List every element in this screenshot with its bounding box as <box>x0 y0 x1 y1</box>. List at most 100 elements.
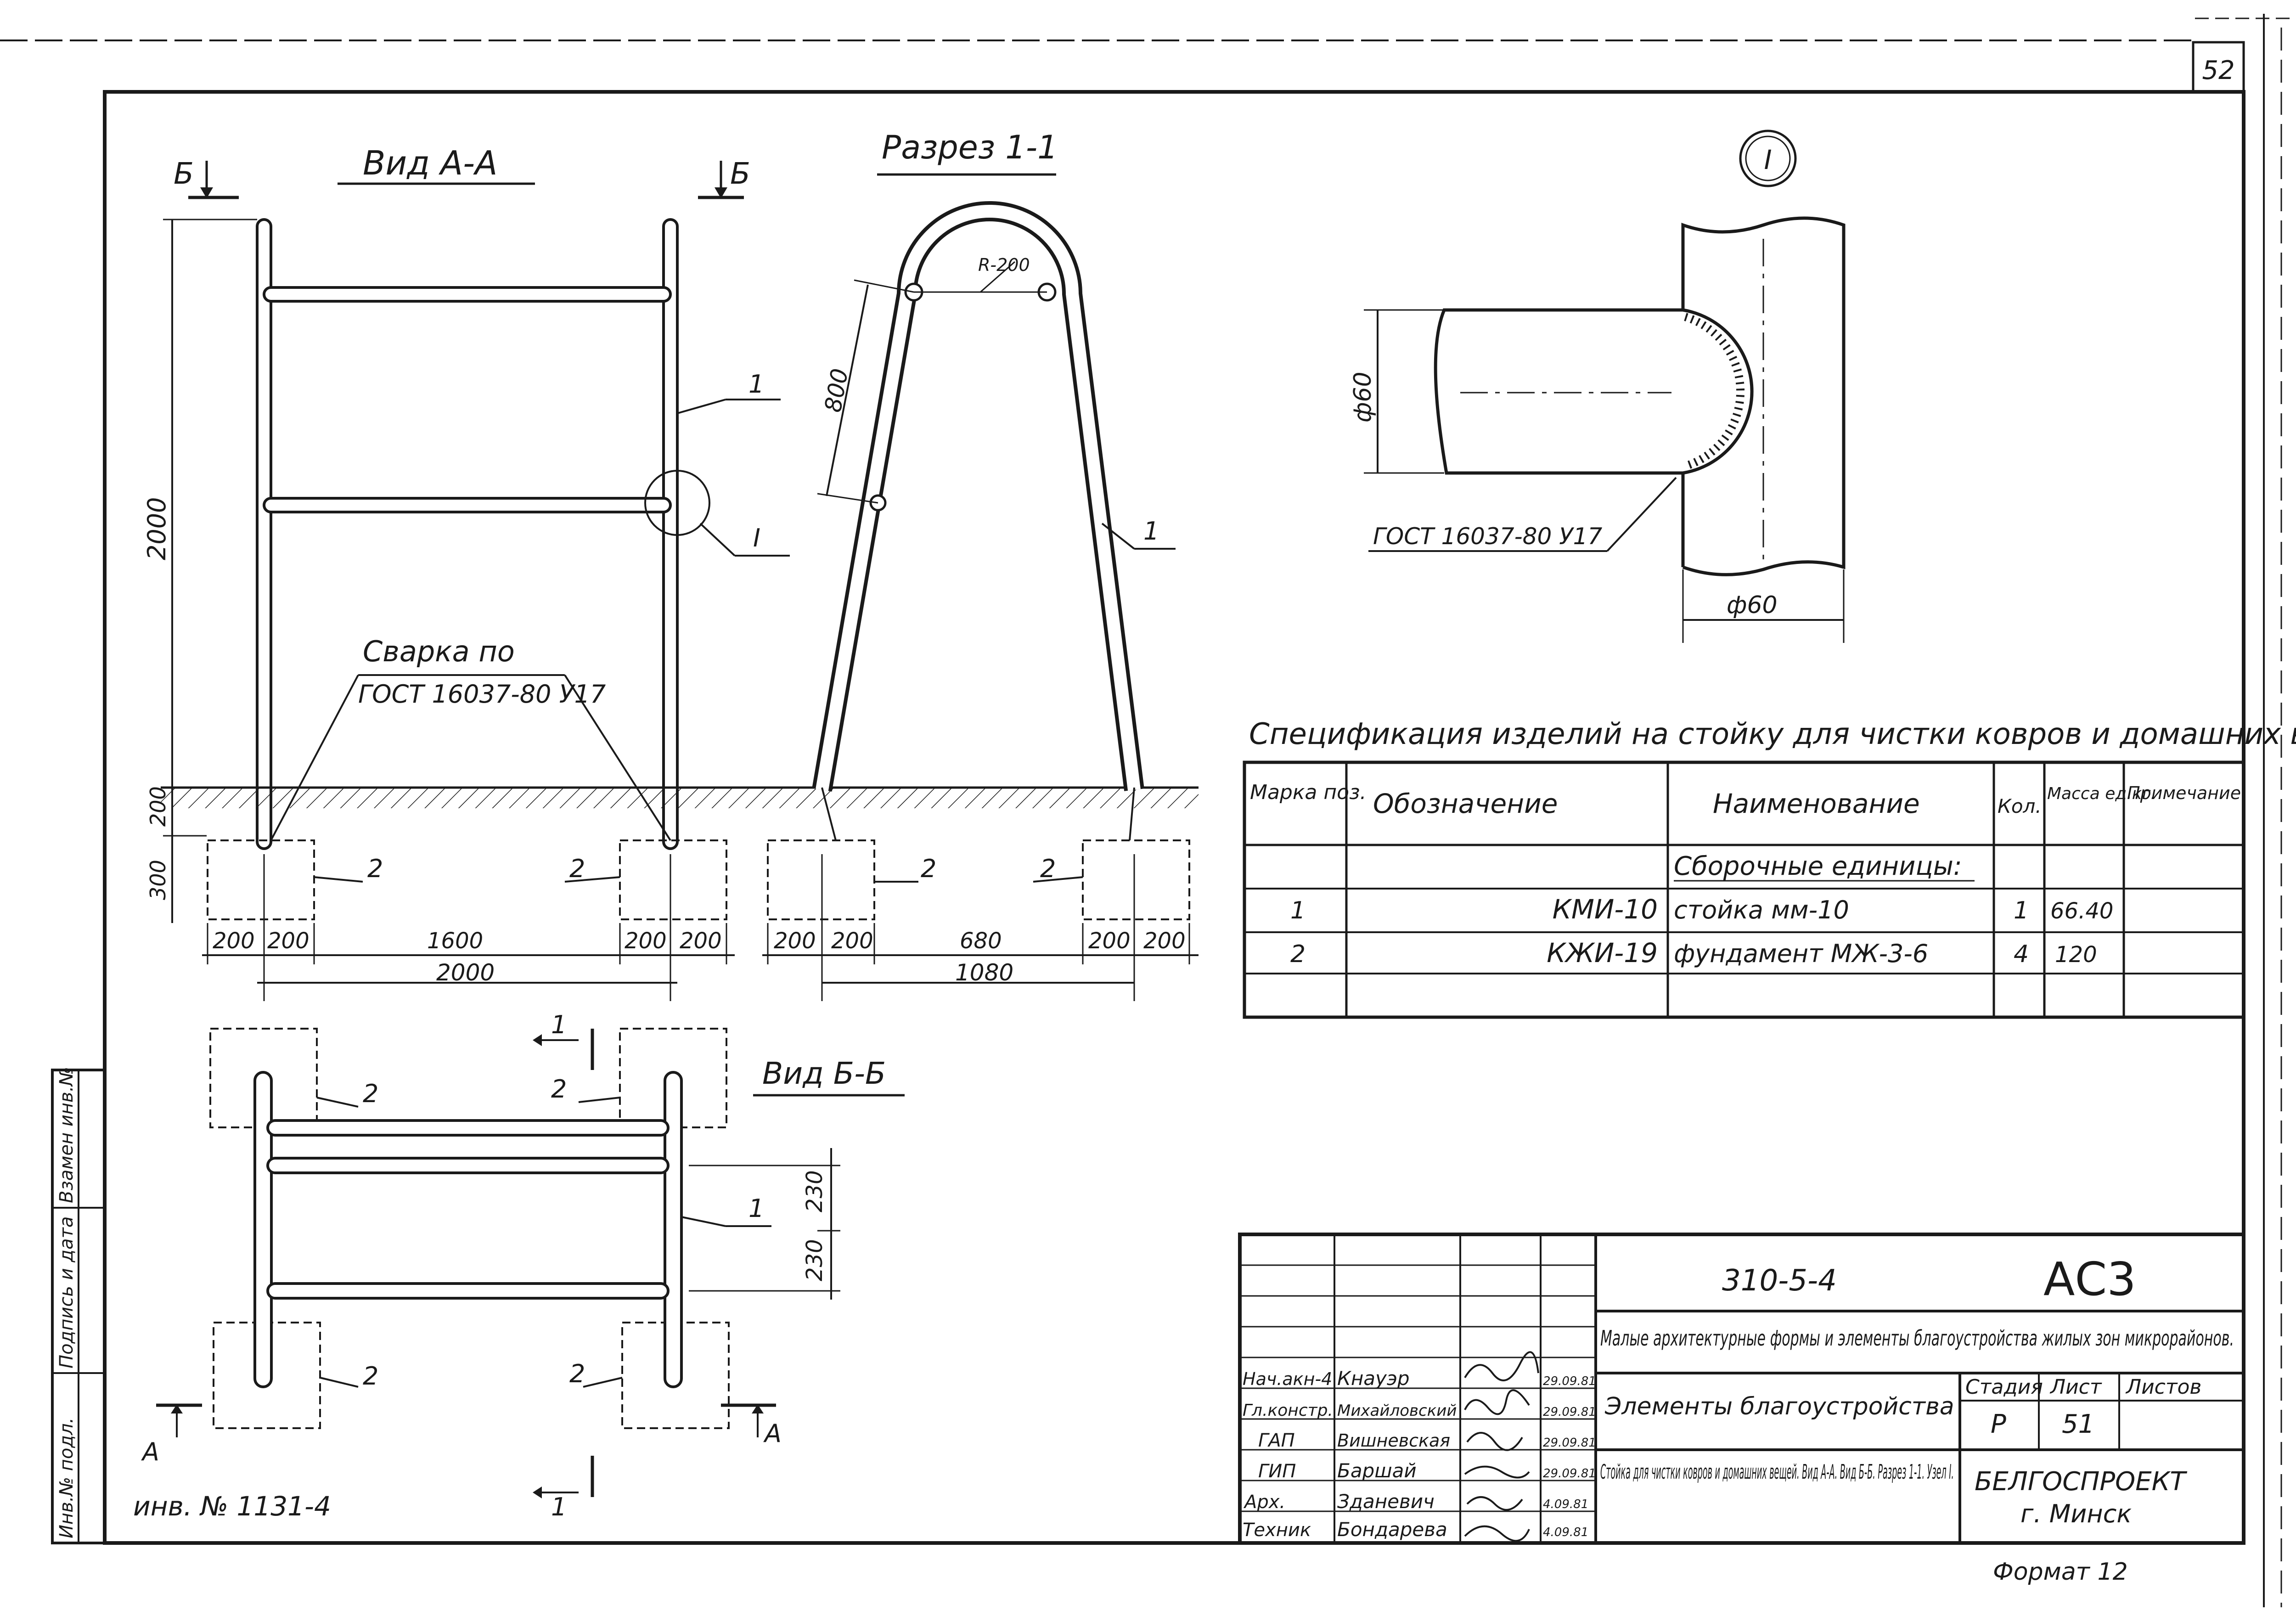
tb-org: БЕЛГОСПРОЕКТ <box>1975 1467 2187 1497</box>
view-aa-dim-1: 200 <box>213 928 255 954</box>
spec-header-name: Наименование <box>1713 788 1920 819</box>
view-aa-callout-2-right: 2 <box>569 854 585 883</box>
tb-code: 310-5-4 <box>1722 1264 1837 1298</box>
spec-header-note: Примечание <box>2127 783 2241 803</box>
section-11-dim-1: 200 <box>774 928 816 954</box>
staff-date-1: 29.09.81 <box>1543 1374 1596 1388</box>
tb-sheets-label: Листов <box>2125 1375 2201 1399</box>
rail-upper <box>263 286 672 303</box>
staff-role-3: ГАП <box>1258 1430 1295 1451</box>
view-bb-callout-2-d: 2 <box>569 1359 585 1388</box>
section-11: Разрез 1-1 R-200 800 1 2 2 <box>762 129 1199 1001</box>
tb-stage: Р <box>1991 1409 2006 1439</box>
view-aa-cut-right: Б <box>730 157 750 191</box>
tb-sheet: 51 <box>2062 1409 2094 1439</box>
view-aa-footing-dim: 300 <box>146 860 170 900</box>
spec-header-designation: Обозначение <box>1373 788 1558 819</box>
weld-note-line2: ГОСТ 16037-80 У17 <box>358 680 606 709</box>
node-weld-note: ГОСТ 16037-80 У17 <box>1373 523 1602 550</box>
title-block <box>1238 1233 2245 1545</box>
node-dim-2: ф60 <box>1727 591 1778 619</box>
view-aa-dim-5: 200 <box>680 928 722 954</box>
spec-header-pos: Марка поз. <box>1250 781 1366 804</box>
bb-rail-3 <box>266 1282 670 1300</box>
view-bb-callout-1: 1 <box>748 1194 764 1223</box>
view-bb-mark-a-left: А <box>141 1437 159 1466</box>
staff-date-4: 29.09.81 <box>1543 1467 1596 1481</box>
spec-group: Сборочные единицы: <box>1674 851 1962 881</box>
node-1: I ф60 ф60 ГОСТ 16037-80 У17 <box>1349 130 1846 643</box>
view-aa-callout-1: 1 <box>748 370 764 399</box>
footing-aa-right <box>619 839 727 920</box>
rail-lower <box>263 497 672 513</box>
view-aa-dim-4: 200 <box>625 928 667 954</box>
staff-date-2: 29.09.81 <box>1543 1405 1596 1419</box>
page-number: 52 <box>2202 56 2234 85</box>
view-bb-cut-bottom: 1 <box>551 1492 567 1521</box>
view-bb: Вид Б-Б 1 1 2 2 2 2 1 <box>141 1010 905 1521</box>
view-aa-cut-left: Б <box>174 157 194 191</box>
view-bb-callout-2-c: 2 <box>363 1362 378 1391</box>
view-bb-callout-2-b: 2 <box>551 1075 567 1104</box>
view-bb-dim-2: 230 <box>802 1239 827 1281</box>
section-11-radius: R-200 <box>978 255 1030 275</box>
side-stamp-replace: Взамен инв.№ <box>56 1067 77 1203</box>
spec-table: Спецификация изделий на стойку для чистк… <box>1243 717 2296 1019</box>
view-aa-dim-2: 200 <box>267 928 310 954</box>
view-aa-callout-2-left: 2 <box>367 854 383 883</box>
view-bb-cut-top: 1 <box>551 1010 567 1039</box>
node-1-label: I <box>1764 144 1772 175</box>
view-aa-ground-dim: 200 <box>146 786 170 827</box>
spec-row1-name: стойка мм-10 <box>1674 895 1849 924</box>
staff-role-1: Нач.акн-4 <box>1243 1369 1332 1389</box>
staff-role-2: Гл.констр. <box>1243 1401 1333 1420</box>
view-bb-title: Вид Б-Б <box>762 1056 886 1091</box>
spec-row2-pos: 2 <box>1290 940 1306 968</box>
staff-name-6: Бондарева <box>1337 1518 1447 1541</box>
spec-title: Спецификация изделий на стойку для чистк… <box>1249 717 2296 751</box>
spec-row2-designation: КЖИ-19 <box>1547 937 1658 968</box>
view-bb-callout-2-a: 2 <box>363 1079 378 1108</box>
view-aa-dim-3: 1600 <box>427 928 483 954</box>
spec-row2-qty: 4 <box>2014 940 2029 968</box>
staff-role-5: Арх. <box>1243 1492 1285 1513</box>
footing-aa-left <box>207 839 315 920</box>
side-stamp-inv: Инв.№ подл. <box>56 1418 77 1538</box>
footing-11-right <box>1082 839 1190 920</box>
footing-11-left <box>767 839 875 920</box>
spec-header-qty: Кол. <box>1998 795 2042 817</box>
sheet-format: Формат 12 <box>1993 1558 2128 1586</box>
staff-name-5: Зданевич <box>1337 1490 1435 1513</box>
side-stamp-sign: Подпись и дата <box>56 1216 77 1368</box>
side-stamp <box>51 1069 106 1544</box>
spec-row1-designation: КМИ-10 <box>1553 894 1658 925</box>
view-bb-mark-a-right: А <box>763 1419 782 1448</box>
tb-sheet-title: Стойка для чистки ковров и домашних веще… <box>1600 1460 1954 1484</box>
view-aa: Вид А-А Б Б I 1 2000 200 <box>142 144 1199 1001</box>
spec-row2-name: фундамент МЖ-3-6 <box>1674 939 1928 968</box>
bb-post-left <box>253 1071 273 1388</box>
tb-city: г. Минск <box>2020 1499 2132 1528</box>
weld-note-line1: Сварка по <box>363 635 515 668</box>
spec-row1-qty: 1 <box>2014 897 2029 924</box>
tb-section-title: Элементы благоустройства <box>1604 1393 1954 1420</box>
post-left <box>256 218 272 850</box>
staff-name-2: Михайловский <box>1337 1402 1457 1420</box>
spec-header-mass: Масса ед.кг. <box>2047 784 2156 803</box>
view-aa-title: Вид А-А <box>363 144 497 182</box>
section-11-slant-dim: 800 <box>820 366 854 414</box>
section-11-callout-2-right: 2 <box>1040 854 1056 883</box>
node-horizontal-tube <box>1434 308 1754 475</box>
bb-rail-2 <box>266 1157 670 1174</box>
staff-name-1: Кнауэр <box>1337 1367 1410 1390</box>
view-bb-dim-1: 230 <box>802 1170 827 1212</box>
node-dim-1: ф60 <box>1349 372 1377 422</box>
tb-mark: АС3 <box>2043 1252 2136 1306</box>
spec-row1-mass: 66.40 <box>2050 898 2113 924</box>
staff-date-6: 4.09.81 <box>1543 1526 1588 1539</box>
section-11-dim-2: 200 <box>831 928 873 954</box>
staff-date-5: 4.09.81 <box>1543 1498 1588 1511</box>
staff-name-4: Баршай <box>1337 1459 1417 1482</box>
inv-original: инв. № 1131-4 <box>133 1491 331 1522</box>
spec-row2-mass: 120 <box>2055 942 2097 968</box>
